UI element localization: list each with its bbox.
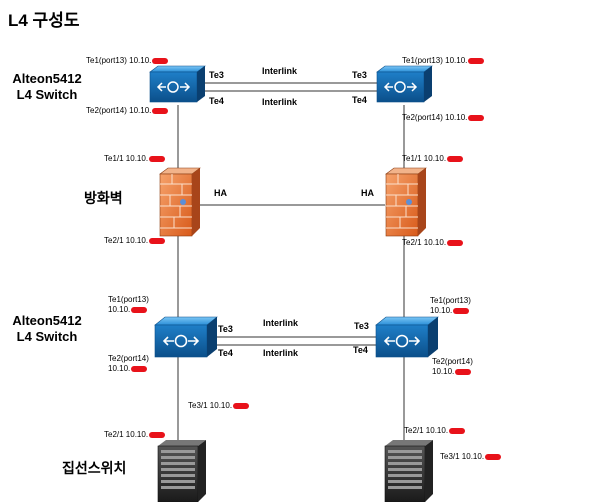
port-label: Te1/1 10.10. xyxy=(104,154,166,164)
port-label: Te1(port13) 10.10. xyxy=(86,56,169,66)
port-label: Te2/1 10.10. xyxy=(404,426,466,436)
port-text: Te2/1 10.10. xyxy=(104,236,149,245)
port-text: Te2(port14) 10.10. xyxy=(86,106,152,115)
port-text: Te1(port13) xyxy=(108,295,149,304)
redaction-mark xyxy=(453,307,470,314)
aggregation-switch-label: 집선스위치 xyxy=(62,460,127,476)
bottom-right-te3-label: Te3 xyxy=(354,321,369,331)
redaction-mark xyxy=(131,365,148,372)
port-label: Te3/1 10.10. xyxy=(188,401,250,411)
ha-left-label: HA xyxy=(214,188,227,198)
port-text: 10.10. xyxy=(430,306,453,315)
port-label: Te2(port14) 10.10. xyxy=(402,113,485,123)
bottom-interlink-label-2: Interlink xyxy=(263,348,299,358)
port-text: Te3/1 10.10. xyxy=(440,452,485,461)
port-label: Te3/1 10.10. xyxy=(440,452,502,462)
page-title: L4 구성도 xyxy=(8,11,80,30)
aggregation-switch-left[interactable] xyxy=(157,440,206,502)
port-text: 10.10. xyxy=(108,364,131,373)
port-label: Te2/1 10.10. xyxy=(104,236,166,246)
port-label: Te1(port13) 10.10. xyxy=(402,56,485,66)
firewall-left[interactable] xyxy=(159,167,201,237)
redaction-mark xyxy=(149,155,166,162)
bottom-right-te4-label: Te4 xyxy=(353,345,368,355)
top-left-te3-label: Te3 xyxy=(209,70,224,80)
top-right-te3-label: Te3 xyxy=(352,70,367,80)
port-text: Te2/1 10.10. xyxy=(402,238,447,247)
ha-right-label: HA xyxy=(361,188,374,198)
port-text: 10.10. xyxy=(432,367,455,376)
redaction-mark xyxy=(149,431,166,438)
port-label: Te2/1 10.10. xyxy=(104,430,166,440)
port-label: Te1(port13)10.10. xyxy=(108,295,149,315)
bottom-left-te4-label: Te4 xyxy=(218,348,233,358)
port-label: Te2(port14)10.10. xyxy=(108,354,149,374)
l4-switch-bottom-left[interactable] xyxy=(154,316,218,358)
redaction-mark xyxy=(455,368,472,375)
redaction-mark xyxy=(447,239,464,246)
bottom-interlink-label-1: Interlink xyxy=(263,318,299,328)
top-right-te4-label: Te4 xyxy=(352,95,367,105)
l4-switch-bottom-right[interactable] xyxy=(375,316,439,358)
port-text: Te2(port14) xyxy=(108,354,149,363)
port-text: Te1/1 10.10. xyxy=(402,154,447,163)
top-interlink-label-2: Interlink xyxy=(262,97,298,107)
top-interlink-label-1: Interlink xyxy=(262,66,298,76)
redaction-mark xyxy=(447,155,464,162)
port-text: 10.10. xyxy=(108,305,131,314)
port-text: Te2/1 10.10. xyxy=(404,426,449,435)
redaction-mark xyxy=(468,114,485,121)
port-text: Te2(port14) xyxy=(432,357,473,366)
redaction-mark xyxy=(152,107,169,114)
redaction-mark xyxy=(485,453,502,460)
redaction-mark xyxy=(131,306,148,313)
port-text: Te1(port13) 10.10. xyxy=(402,56,468,65)
l4-switch-bottom-label: Alteon5412 L4 Switch xyxy=(12,313,82,344)
redaction-mark xyxy=(233,402,250,409)
l4-switch-top-right[interactable] xyxy=(376,65,433,103)
port-text: Te3/1 10.10. xyxy=(188,401,233,410)
redaction-mark xyxy=(449,427,466,434)
bottom-left-te3-label: Te3 xyxy=(218,324,233,334)
port-text: Te2(port14) 10.10. xyxy=(402,113,468,122)
port-text: Te1/1 10.10. xyxy=(104,154,149,163)
port-text: Te1(port13) xyxy=(430,296,471,305)
port-text: Te2/1 10.10. xyxy=(104,430,149,439)
top-left-te4-label: Te4 xyxy=(209,96,224,106)
l4-switch-top-left[interactable] xyxy=(149,65,206,103)
firewall-label: 방화벽 xyxy=(84,190,123,206)
port-text: Te1(port13) 10.10. xyxy=(86,56,152,65)
redaction-mark xyxy=(152,57,169,64)
port-label: Te2(port14)10.10. xyxy=(432,357,473,377)
port-label: Te1/1 10.10. xyxy=(402,154,464,164)
redaction-mark xyxy=(149,237,166,244)
l4-switch-top-label: Alteon5412 L4 Switch xyxy=(12,71,82,102)
port-label: Te2/1 10.10. xyxy=(402,238,464,248)
port-label: Te1(port13)10.10. xyxy=(430,296,471,316)
aggregation-switch-right[interactable] xyxy=(384,440,433,502)
port-label: Te2(port14) 10.10. xyxy=(86,106,169,116)
redaction-mark xyxy=(468,57,485,64)
firewall-right[interactable] xyxy=(385,167,427,237)
